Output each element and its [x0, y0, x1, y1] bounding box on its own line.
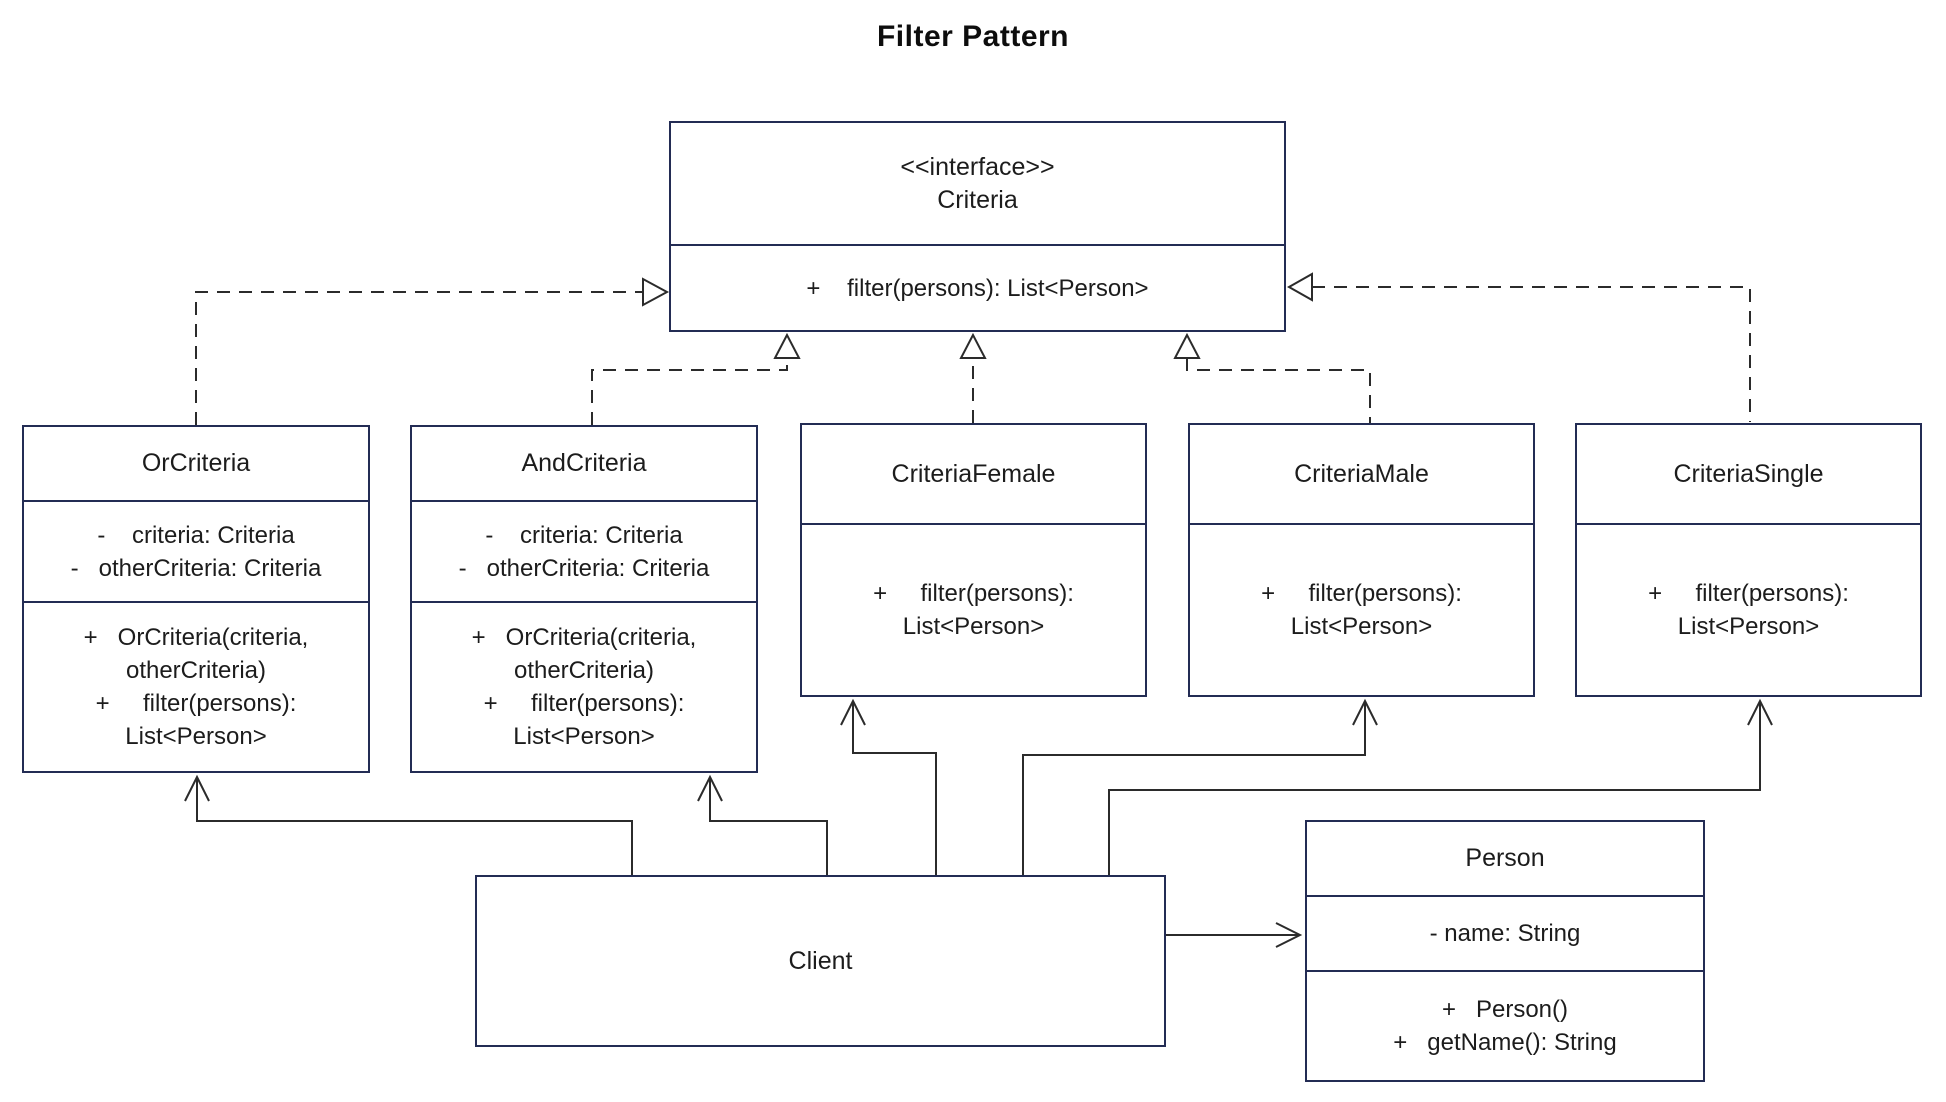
method-line: List<Person>: [125, 723, 267, 750]
realization-andcriteria-criteria: [591, 332, 801, 425]
diagram-title: Filter Pattern: [876, 20, 1070, 53]
method-line: otherCriteria): [125, 657, 267, 684]
realization-criteriamale-criteria: [1173, 332, 1371, 423]
arrow-client-andcriteria: [697, 774, 828, 875]
method-line: + getName(): String: [1393, 1029, 1617, 1056]
person-title-compartment: Person: [1307, 822, 1703, 895]
andcriteria-methods-compartment: + OrCriteria(criteria, otherCriteria) + …: [412, 601, 756, 771]
client-name: Client: [788, 946, 853, 975]
criteria-name: Criteria: [937, 185, 1018, 214]
association-client-person: [1166, 922, 1303, 948]
class-box-andcriteria: AndCriteria - criteria: Criteria - other…: [410, 425, 758, 773]
criteriafemale-name: CriteriaFemale: [891, 459, 1056, 488]
class-box-orcriteria: OrCriteria - criteria: Criteria - otherC…: [22, 425, 370, 773]
andcriteria-attributes-compartment: - criteria: Criteria - otherCriteria: Cr…: [412, 500, 756, 601]
class-box-client: Client: [475, 875, 1166, 1047]
attribute-line: - otherCriteria: Criteria: [458, 554, 710, 582]
arrow-client-orcriteria: [184, 774, 633, 875]
method-line: + OrCriteria(criteria,: [471, 624, 697, 651]
attribute-line: - name: String: [1429, 920, 1581, 947]
criteriasingle-title-compartment: CriteriaSingle: [1577, 425, 1920, 523]
person-name: Person: [1465, 844, 1545, 872]
orcriteria-name: OrCriteria: [141, 449, 251, 477]
orcriteria-title-compartment: OrCriteria: [24, 427, 368, 500]
criteriasingle-name: CriteriaSingle: [1673, 459, 1824, 488]
class-box-criteriafemale: CriteriaFemale + filter(persons): List<P…: [800, 423, 1147, 697]
criteria-title-compartment: <<interface>> Criteria: [671, 123, 1284, 244]
realization-criteriafemale-criteria: [959, 332, 987, 423]
method-line: List<Person>: [1677, 613, 1820, 640]
client-title-compartment: Client: [477, 877, 1164, 1045]
realization-criteriasingle-criteria: [1286, 272, 1751, 422]
class-box-criteriamale: CriteriaMale + filter(persons): List<Per…: [1188, 423, 1535, 697]
method-line: otherCriteria): [513, 657, 655, 684]
person-attributes-compartment: - name: String: [1307, 895, 1703, 970]
criteriafemale-methods-compartment: + filter(persons): List<Person>: [802, 523, 1145, 695]
method-line: + filter(persons):: [1261, 580, 1462, 607]
method-line: + Person(): [1441, 996, 1569, 1023]
attribute-line: - criteria: Criteria: [485, 521, 683, 549]
andcriteria-title-compartment: AndCriteria: [412, 427, 756, 500]
criteriamale-methods-compartment: + filter(persons): List<Person>: [1190, 523, 1533, 695]
orcriteria-attributes-compartment: - criteria: Criteria - otherCriteria: Cr…: [24, 500, 368, 601]
class-box-person: Person - name: String + Person() + getNa…: [1305, 820, 1705, 1082]
criteriasingle-methods-compartment: + filter(persons): List<Person>: [1577, 523, 1920, 695]
orcriteria-methods-compartment: + OrCriteria(criteria, otherCriteria) + …: [24, 601, 368, 771]
criteria-methods-compartment: + filter(persons): List<Person>: [671, 244, 1284, 330]
method-line: + filter(persons):: [1648, 580, 1849, 607]
arrow-client-criteriafemale: [840, 698, 937, 875]
criteriamale-title-compartment: CriteriaMale: [1190, 425, 1533, 523]
realization-orcriteria-criteria: [195, 277, 670, 425]
method-line: List<Person>: [1290, 613, 1433, 640]
method-line: + filter(persons):: [483, 690, 685, 717]
andcriteria-name: AndCriteria: [521, 449, 647, 477]
attribute-line: - otherCriteria: Criteria: [70, 554, 322, 582]
criteriamale-name: CriteriaMale: [1294, 459, 1429, 488]
attribute-line: - criteria: Criteria: [97, 521, 295, 549]
criteria-stereotype: <<interface>>: [900, 152, 1055, 181]
method-line: List<Person>: [513, 723, 655, 750]
person-methods-compartment: + Person() + getName(): String: [1307, 970, 1703, 1080]
criteriafemale-title-compartment: CriteriaFemale: [802, 425, 1145, 523]
method-line: + OrCriteria(criteria,: [83, 624, 309, 651]
class-box-criteria-interface: <<interface>> Criteria + filter(persons)…: [669, 121, 1286, 332]
criteria-method: + filter(persons): List<Person>: [806, 274, 1149, 302]
method-line: + filter(persons):: [95, 690, 297, 717]
method-line: + filter(persons):: [873, 580, 1074, 607]
class-box-criteriasingle: CriteriaSingle + filter(persons): List<P…: [1575, 423, 1922, 697]
method-line: List<Person>: [902, 613, 1045, 640]
